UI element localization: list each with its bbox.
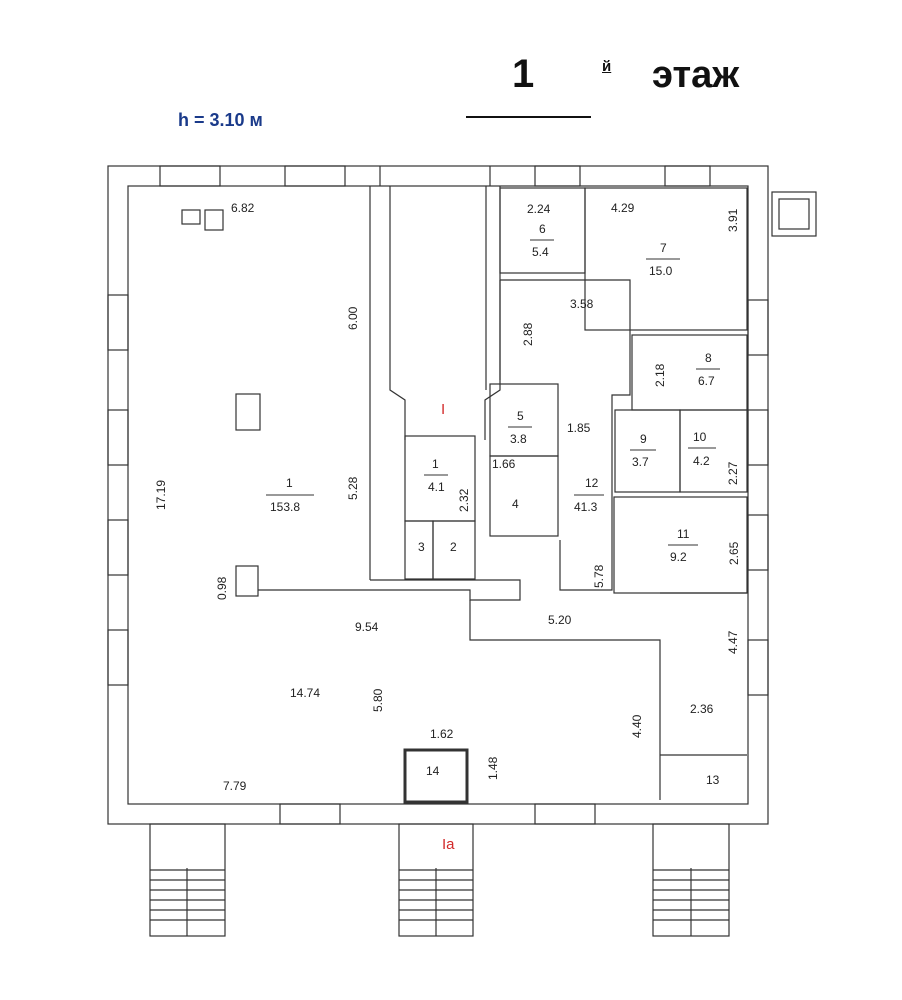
entrance-Ia: Ia xyxy=(442,836,455,853)
corridor-left-wall xyxy=(369,186,406,440)
room-3-num: 3 xyxy=(418,540,425,554)
dimension-labels: 6.82 6.00 17.19 5.28 0.98 9.54 14.74 5.8… xyxy=(154,201,741,793)
room-5-num: 5 xyxy=(517,409,524,423)
room-9-area: 3.7 xyxy=(632,455,649,469)
column-2 xyxy=(235,565,259,597)
floor-word: этаж xyxy=(652,54,740,96)
dim-7-79: 7.79 xyxy=(223,779,247,793)
dim-6-00: 6.00 xyxy=(346,306,360,330)
room-7-walls xyxy=(584,187,748,331)
dim-4-47: 4.47 xyxy=(726,630,740,654)
chimney xyxy=(771,191,817,237)
room-14-num: 14 xyxy=(426,764,440,778)
room-7-area: 15.0 xyxy=(649,264,673,278)
room-5-area: 3.8 xyxy=(510,432,527,446)
dim-14-74: 14.74 xyxy=(290,686,320,700)
room-1b-area: 4.1 xyxy=(428,480,445,494)
dim-2-27: 2.27 xyxy=(726,461,740,485)
stairs-right xyxy=(652,823,730,937)
dim-5-80: 5.80 xyxy=(371,688,385,712)
stairs-left xyxy=(149,823,226,937)
dim-4-29: 4.29 xyxy=(611,201,635,215)
room-10-num: 10 xyxy=(693,430,707,444)
corridor-right-wall xyxy=(484,186,501,440)
room-11-num: 11 xyxy=(677,527,690,541)
ceiling-height: h = 3.10 м xyxy=(178,110,263,130)
dim-1-62: 1.62 xyxy=(430,727,454,741)
stairs-center xyxy=(398,823,474,937)
dim-3-91: 3.91 xyxy=(726,208,740,232)
partition-room1 xyxy=(258,400,521,601)
dim-1-48: 1.48 xyxy=(486,756,500,780)
room-9-num: 9 xyxy=(640,432,647,446)
dim-3-58: 3.58 xyxy=(570,297,594,311)
dim-2-36: 2.36 xyxy=(690,702,714,716)
room-8-area: 6.7 xyxy=(698,374,715,388)
inner-wall xyxy=(127,185,749,805)
dim-5-20: 5.20 xyxy=(548,613,572,627)
room-10-area: 4.2 xyxy=(693,454,710,468)
room-11-area: 9.2 xyxy=(670,550,687,564)
dim-5-28: 5.28 xyxy=(346,476,360,500)
room-1-num: 1 xyxy=(286,476,293,490)
floor-number: 1 xyxy=(512,52,535,96)
entrance-I: I xyxy=(441,401,445,418)
column xyxy=(235,393,261,431)
room-4-walls xyxy=(489,455,559,537)
dim-2-24: 2.24 xyxy=(527,202,551,216)
room-12-area: 41.3 xyxy=(574,500,598,514)
dim-6-82: 6.82 xyxy=(231,201,255,215)
room-6-num: 6 xyxy=(539,222,546,236)
dim-4-40: 4.40 xyxy=(630,714,644,738)
room-13-num: 13 xyxy=(706,773,720,787)
room-labels: 1 153.8 1 4.1 2 3 4 5 3.8 6 5.4 7 15.0 8… xyxy=(266,222,720,787)
room-12-num: 12 xyxy=(585,476,599,490)
room-7-num: 7 xyxy=(660,241,667,255)
dim-17-19: 17.19 xyxy=(154,480,168,510)
floor-suffix: й xyxy=(602,58,612,75)
floor-underline xyxy=(466,116,591,118)
room-9-walls xyxy=(614,409,681,493)
dim-9-54: 9.54 xyxy=(355,620,379,634)
dim-2-18: 2.18 xyxy=(653,363,667,387)
room-1-area: 153.8 xyxy=(270,500,300,514)
room-8-num: 8 xyxy=(705,351,712,365)
windows xyxy=(107,165,769,825)
room-14-walls xyxy=(403,748,469,804)
lower-partition xyxy=(469,592,747,800)
room-6-area: 5.4 xyxy=(532,245,549,259)
dim-5-78: 5.78 xyxy=(592,564,606,588)
room-4-num: 4 xyxy=(512,497,519,511)
room-12-walls xyxy=(499,279,631,591)
dim-2-88: 2.88 xyxy=(521,322,535,346)
room-1b-num: 1 xyxy=(432,457,439,471)
dim-1-85: 1.85 xyxy=(567,421,591,435)
room-2-num: 2 xyxy=(450,540,457,554)
sink-fixture xyxy=(181,209,201,225)
dim-0-98: 0.98 xyxy=(215,576,229,600)
room-10-walls xyxy=(679,409,748,493)
dim-1-66: 1.66 xyxy=(492,457,516,471)
dim-2-32: 2.32 xyxy=(457,488,471,512)
room-3-walls xyxy=(404,520,434,580)
room-8-walls xyxy=(631,334,748,411)
dim-2-65: 2.65 xyxy=(727,541,741,565)
